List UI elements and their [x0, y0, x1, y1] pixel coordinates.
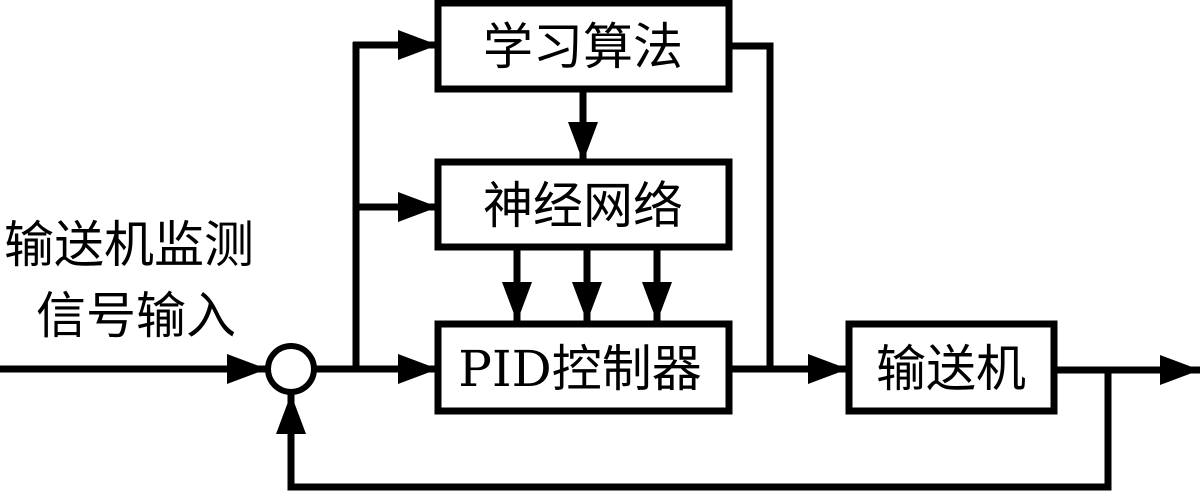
pid-controller-block[interactable]: PID控制器 [434, 320, 733, 415]
conveyor-block[interactable]: 输送机 [845, 320, 1058, 415]
input-label-line1: 输送机监测 [4, 216, 254, 274]
conveyor-label: 输送机 [876, 340, 1026, 398]
neural-network-block[interactable]: 神经网络 [434, 158, 733, 251]
neural-network-label: 神经网络 [483, 177, 683, 235]
learning-algorithm-block[interactable]: 学习算法 [434, 0, 733, 93]
pid-controller-label: PID控制器 [458, 340, 701, 398]
summing-junction[interactable] [265, 343, 317, 395]
input-label-line2: 信号输入 [36, 287, 236, 345]
learning-algorithm-label: 学习算法 [483, 18, 683, 76]
feedback-line [276, 370, 1112, 491]
learning-to-output-line [729, 42, 774, 372]
